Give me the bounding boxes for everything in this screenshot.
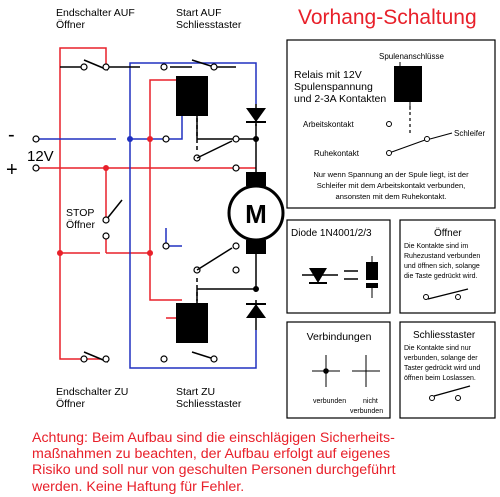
relay-coil-zu	[176, 303, 208, 343]
relay-schleifer-label: Schleifer	[454, 129, 485, 138]
verbindungen-left-label: verbunden	[313, 398, 346, 405]
oeffner-text-line1: Die Kontakte sind im	[404, 243, 468, 250]
oeffner-text-line3: und öffnen sich, solange	[404, 263, 480, 270]
label-voltage: 12V	[27, 148, 54, 165]
switch-start-zu	[191, 351, 215, 360]
label-endschalter-zu: Endschalter ZU	[56, 386, 128, 398]
warning-line-4: werden. Keine Haftung für Fehler.	[32, 478, 245, 495]
switch-stop	[105, 199, 123, 221]
label-start-auf: Start AUF	[176, 7, 222, 19]
schliess-text-line2: verbunden, solange der	[404, 355, 478, 362]
motor: M	[227, 172, 285, 254]
warning-line-2: maßnahmen zu beachten, der Aufbau erfolg…	[32, 446, 391, 463]
warning-line-1: Achtung: Beim Aufbau sind die einschlägi…	[32, 430, 395, 446]
switch-start-auf	[191, 59, 215, 68]
verbindungen-info-box: Verbindungen verbunden nicht verbunden	[286, 321, 391, 419]
schliess-info-box: Schliesstaster Die Kontakte sind nur ver…	[399, 321, 496, 419]
relay-note-line1: Nur wenn Spannung an der Spule liegt, is…	[313, 170, 469, 179]
relay-arbeit-label: Arbeitskontakt	[303, 120, 354, 129]
relay-note-line2: Schleifer mit dem Arbeitskontakt verbund…	[317, 181, 466, 190]
label-start-zu: Start ZU	[176, 386, 215, 398]
relay-info-box: Spulenanschlüsse Relais mit 12V Spulensp…	[286, 39, 496, 209]
schliess-text-line4: öffnen beim Loslassen.	[404, 375, 476, 382]
schliess-text-line1: Die Kontakte sind nur	[404, 345, 472, 352]
oeffner-info-box: Öffner Die Kontakte sind im Ruhezustand …	[399, 219, 496, 314]
diode-box-title: Diode 1N4001/2/3	[291, 228, 372, 239]
schliess-text-line3: Taster gedrückt wird und	[404, 365, 480, 372]
relay-ruhe-label: Ruhekontakt	[314, 149, 360, 158]
label-stop-type: Öffner	[66, 219, 95, 231]
label-start-zu-type: Schliesstaster	[176, 398, 242, 410]
safety-warning: Achtung: Beim Aufbau sind die einschlägi…	[32, 430, 498, 495]
label-plus: +	[6, 159, 18, 181]
relay-coil-auf	[176, 76, 208, 116]
relay-spule-label: Spulenanschlüsse	[379, 52, 444, 61]
relay-note-line3: ansonsten mit dem Ruhekontakt.	[335, 192, 446, 201]
warning-line-3: Risiko und soll nur von geschulten Perso…	[32, 462, 396, 479]
label-start-auf-type: Schliesstaster	[176, 19, 242, 31]
verbindungen-box-title: Verbindungen	[307, 331, 372, 343]
junction-dots	[57, 136, 259, 292]
relay-title-line1: Relais mit 12V	[294, 69, 362, 81]
oeffner-box-title: Öffner	[434, 227, 462, 239]
verbindungen-right-label-2: verbunden	[350, 408, 383, 415]
verbindungen-right-label-1: nicht	[363, 398, 378, 405]
schliess-box-title: Schliesstaster	[413, 330, 476, 341]
oeffner-text-line4: die Taste gedrückt wird.	[404, 273, 477, 280]
relay-title-line3: und 2-3A Kontakten	[294, 93, 386, 105]
oeffner-text-line2: Ruhezustand verbunden	[404, 253, 480, 260]
diode-lower	[246, 300, 266, 330]
label-minus: -	[8, 124, 15, 146]
diagram-title: Vorhang-Schaltung	[298, 6, 477, 29]
label-stop: STOP	[66, 207, 94, 219]
diode-upper	[246, 104, 266, 126]
motor-label: M	[245, 199, 267, 229]
relay-title-line2: Spulenspannung	[294, 81, 373, 93]
label-endschalter-zu-type: Öffner	[56, 398, 85, 410]
diode-info-box: Diode 1N4001/2/3	[286, 219, 391, 314]
label-endschalter-auf-type: Öffner	[56, 19, 85, 31]
label-endschalter-auf: Endschalter AUF	[56, 7, 135, 19]
relay-coil-symbol	[394, 66, 422, 102]
